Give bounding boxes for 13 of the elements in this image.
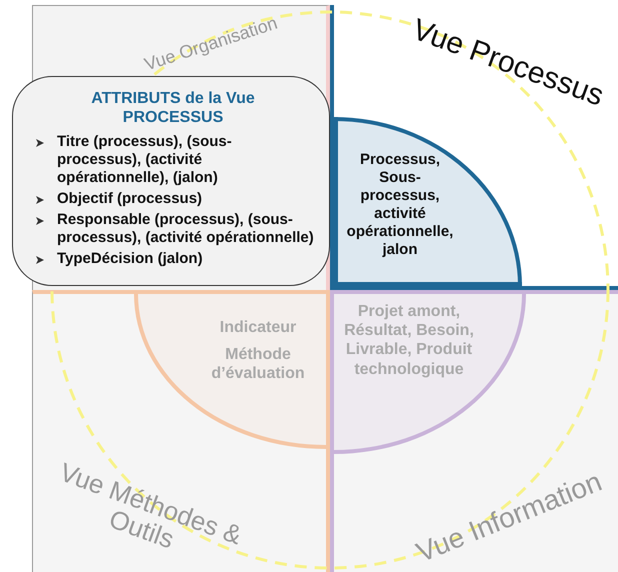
bullet-text: TypeDécision (jalon)	[57, 250, 203, 268]
quadrant-panel	[32, 290, 330, 572]
attributes-tooltip	[12, 76, 330, 286]
quadrant-text: Projet amont, Résultat, Besoin, Livrable, Produit technologique	[343, 302, 475, 379]
quadrant-text: Méthode d’évaluation	[210, 345, 306, 384]
quadrant-text: Indicateur	[218, 318, 298, 338]
bullet-text: Responsable (processus), (sous-processus), (activité opérationnelle)	[57, 211, 315, 248]
quadrant-text: Processus, Sous-processus, activité opérationnelle, jalon	[346, 151, 454, 259]
quadrant-panel	[330, 5, 618, 290]
bullet-text: Objectif (processus)	[57, 190, 202, 208]
bullet-text: Titre (processus), (sous-processus), (activité opérationnelle), (jalon)	[57, 133, 233, 188]
callout-heading: ATTRIBUTS de la Vue PROCESSUS	[90, 89, 256, 128]
quadrant-panel	[330, 290, 618, 572]
